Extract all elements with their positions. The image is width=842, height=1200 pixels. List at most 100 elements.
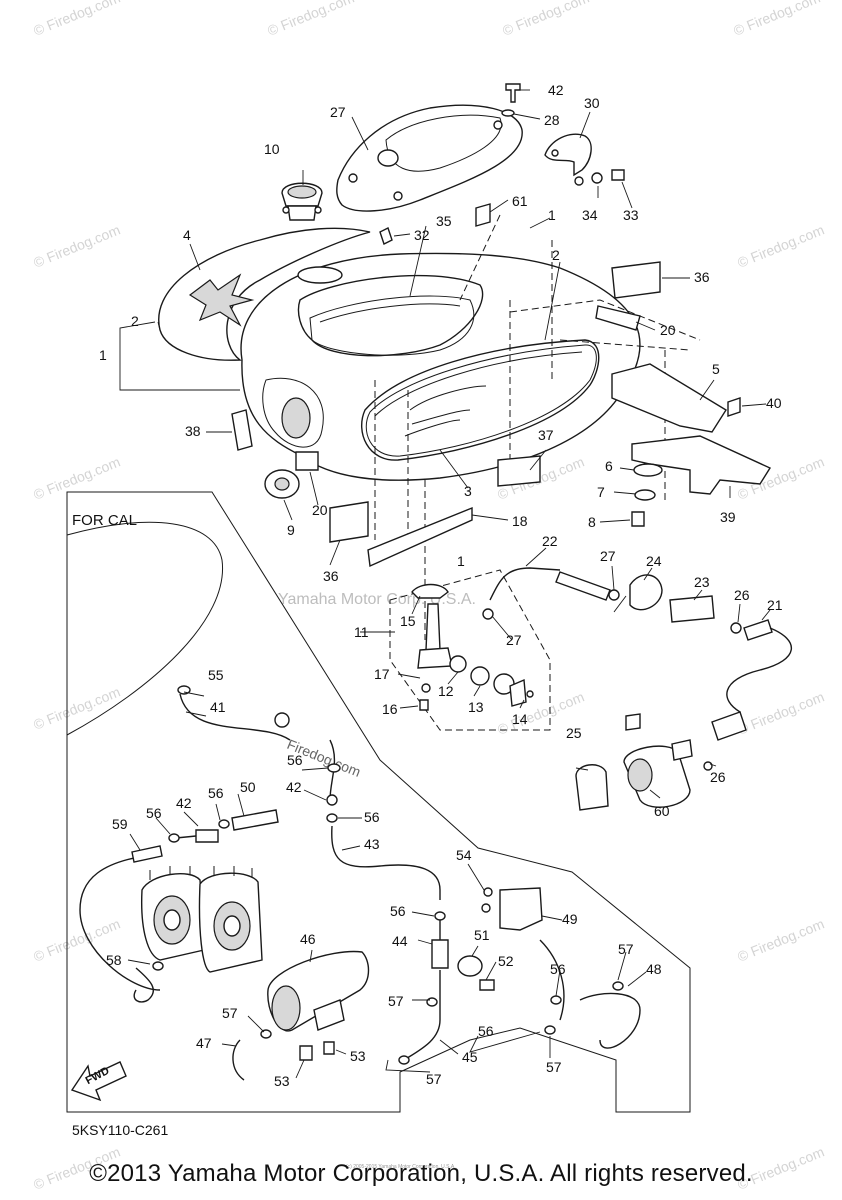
part-label-51: 51 <box>474 927 490 943</box>
part-label-27-b: 27 <box>506 632 522 648</box>
watermark: © Firedog.com <box>31 221 122 270</box>
part-label-44: 44 <box>392 933 408 949</box>
part-label-54: 54 <box>456 847 472 863</box>
fwd-arrow-icon <box>70 1061 127 1102</box>
part-label-19: 20 <box>660 322 676 338</box>
part-label-30: 42 <box>548 82 564 98</box>
part-label-57-c: 57 <box>222 1005 238 1021</box>
part-label-55: 55 <box>208 667 224 683</box>
leader-lines <box>119 89 771 1079</box>
pad-20 <box>295 451 319 471</box>
strip-19 <box>595 305 641 331</box>
watermark: © Firedog.com <box>31 683 122 732</box>
part-label-56-c: 56 <box>146 805 162 821</box>
tank-top-cover <box>336 104 523 212</box>
watermark: © Firedog.com <box>31 453 122 502</box>
part-label-56-e: 56 <box>390 903 406 919</box>
damper-9 <box>264 469 300 499</box>
copyright-footer: ©2013 Yamaha Motor Corporation, U.S.A. A… <box>89 1160 753 1187</box>
part-label-42-b: 42 <box>176 795 192 811</box>
part-label-38: 38 <box>185 423 201 439</box>
part-label-12: 12 <box>438 683 454 699</box>
part-label-8: 8 <box>588 514 596 530</box>
part-label-3: 3 <box>464 483 472 499</box>
part-label-34: 34 <box>582 207 598 223</box>
part-label-18: 18 <box>512 513 528 529</box>
part-label-32: 32 <box>414 227 430 243</box>
part-label-43: 43 <box>364 836 380 852</box>
watermark: © Firedog.com <box>731 0 822 39</box>
part-label-57-a: 57 <box>618 941 634 957</box>
part-label-58: 58 <box>106 952 122 968</box>
part-label-56-d: 56 <box>364 809 380 825</box>
part-label-56-g: 56 <box>478 1023 494 1039</box>
part-label-11: 11 <box>354 624 369 640</box>
part-label-35: 35 <box>436 213 452 229</box>
part-label-36-top: 36 <box>694 269 710 285</box>
part-label-14: 14 <box>512 711 528 727</box>
part-label-57-e: 57 <box>426 1071 442 1087</box>
part-label-26-a: 26 <box>734 587 750 603</box>
part-label-56-f: 56 <box>550 961 566 977</box>
fuel-line-right <box>482 567 792 771</box>
part-label-53-b: 53 <box>274 1073 290 1089</box>
hose-38 <box>231 409 253 451</box>
part-label-21: 21 <box>767 597 783 613</box>
part-label-41: 41 <box>210 699 226 715</box>
watermark: © Firedog.com <box>735 221 826 270</box>
for-cal-boundary <box>66 491 691 1113</box>
part-label-24: 24 <box>646 553 662 569</box>
part-label-1-cock: 1 <box>457 553 465 569</box>
hardware-top <box>379 83 625 245</box>
part-label-42-a: 42 <box>286 779 302 795</box>
watermark: © Firedog.com <box>265 0 356 39</box>
part-label-39: 39 <box>720 509 736 525</box>
tank-side-strip <box>361 339 600 461</box>
pad-37 <box>497 455 541 487</box>
fuel-cap <box>281 182 323 221</box>
hose-routing <box>79 685 641 1081</box>
part-label-17: 17 <box>374 666 390 682</box>
part-label-16: 16 <box>382 701 398 717</box>
part-label-20: 20 <box>312 502 328 518</box>
part-label-9: 9 <box>287 522 295 538</box>
tank-gasket-left <box>158 227 371 361</box>
part-label-56-b: 56 <box>208 785 224 801</box>
part-label-26-b: 26 <box>710 769 726 785</box>
part-label-1-left: 1 <box>99 347 107 363</box>
part-label-49: 49 <box>562 911 578 927</box>
watermark: © Firedog.com <box>735 688 826 737</box>
carburetors <box>140 866 263 973</box>
tank-emblem <box>188 273 255 327</box>
pad-36-bottom <box>329 501 369 543</box>
part-label-2-left: 2 <box>131 313 139 329</box>
part-label-60: 60 <box>654 803 670 819</box>
part-label-15: 15 <box>400 613 416 629</box>
part-label-46: 46 <box>300 931 316 947</box>
part-label-23: 23 <box>694 574 710 590</box>
part-label-29: 28 <box>544 112 560 128</box>
part-label-52: 52 <box>498 953 514 969</box>
part-labels: 42 28 30 27 10 61 34 33 32 35 1 2 4 36 2… <box>99 82 783 1089</box>
pad-36-top <box>611 261 661 299</box>
fuel-pump <box>575 713 693 811</box>
fuel-tank <box>240 252 701 481</box>
part-label-2-top: 2 <box>552 247 560 263</box>
part-label-6: 6 <box>605 458 613 474</box>
for-cal-subfloor <box>66 521 224 736</box>
part-label-10: 10 <box>264 141 280 157</box>
part-label-37: 37 <box>538 427 554 443</box>
part-label-4: 4 <box>183 227 191 243</box>
part-label-61: 61 <box>512 193 528 209</box>
part-label-57-d: 57 <box>546 1059 562 1075</box>
part-label-50: 50 <box>240 779 256 795</box>
tiny-copyright-note: (c) 2005-2015 Yamaha Motor Corporation, … <box>346 1164 456 1170</box>
part-label-28: 27 <box>330 104 346 120</box>
part-label-27-a: 27 <box>600 548 616 564</box>
bracket-assembly <box>611 363 772 527</box>
part-label-45: 45 <box>462 1049 478 1065</box>
part-label-7: 7 <box>597 484 605 500</box>
for-cal-label: FOR CAL <box>72 512 138 529</box>
watermark: © Firedog.com <box>500 0 591 39</box>
